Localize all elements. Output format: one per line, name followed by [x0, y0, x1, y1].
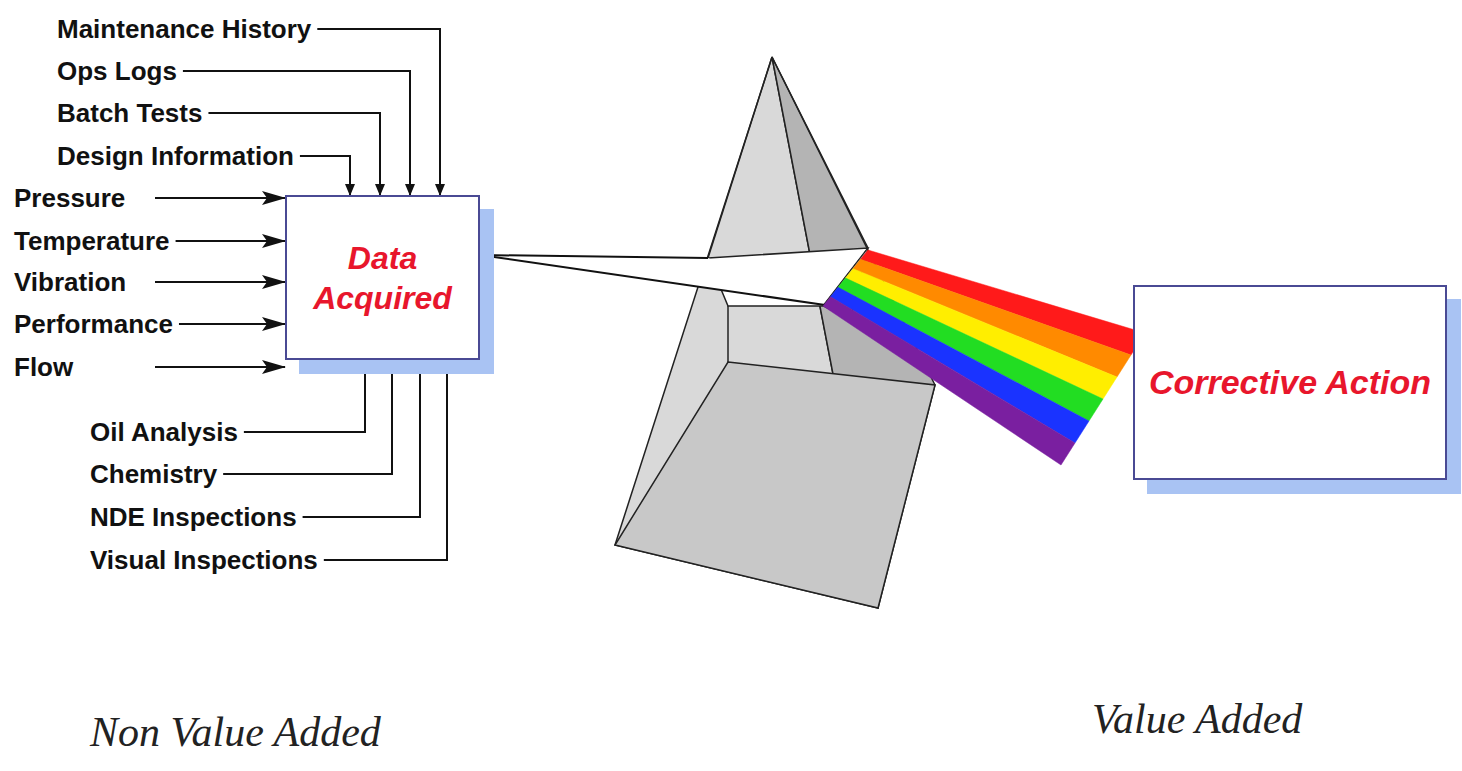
box-title: Corrective Action: [1149, 361, 1431, 404]
input-label: NDE Inspections: [90, 502, 297, 532]
input-label: Temperature: [14, 226, 170, 256]
input-label: Performance: [14, 309, 173, 339]
input-label: Chemistry: [90, 459, 217, 489]
input-arrow: [179, 323, 285, 325]
input-arrow: [155, 197, 285, 199]
input-label: Flow: [14, 352, 73, 382]
prism-lower-face: [615, 362, 935, 608]
light-beam-connector: [480, 250, 1145, 465]
input-arrow: [155, 366, 285, 368]
input-label: Maintenance History: [57, 14, 311, 44]
input-label: Vibration: [14, 267, 126, 297]
input-label: Oil Analysis: [90, 417, 238, 447]
input-label: Visual Inspections: [90, 545, 318, 575]
action-box: Corrective Action: [1133, 285, 1447, 480]
box-title: Data Acquired: [297, 238, 468, 318]
input-arrow: [244, 360, 365, 432]
input-arrow: [324, 360, 447, 560]
input-arrow: [303, 360, 420, 517]
data-box: Data Acquired: [285, 195, 480, 360]
input-arrow: [300, 156, 350, 195]
input-label: Design Information: [57, 141, 294, 171]
footer-label: Non Value Added: [90, 708, 381, 756]
prism-edge: [772, 57, 868, 248]
prism-edge: [727, 306, 729, 362]
input-label: Pressure: [14, 183, 125, 213]
input-label: Ops Logs: [57, 56, 177, 86]
input-label: Batch Tests: [57, 98, 202, 128]
input-arrow: [155, 281, 285, 283]
input-arrow: [183, 71, 410, 195]
prism-edge: [708, 57, 772, 258]
input-arrow: [223, 360, 392, 474]
footer-label: Value Added: [1092, 695, 1302, 743]
input-arrow: [176, 240, 285, 242]
